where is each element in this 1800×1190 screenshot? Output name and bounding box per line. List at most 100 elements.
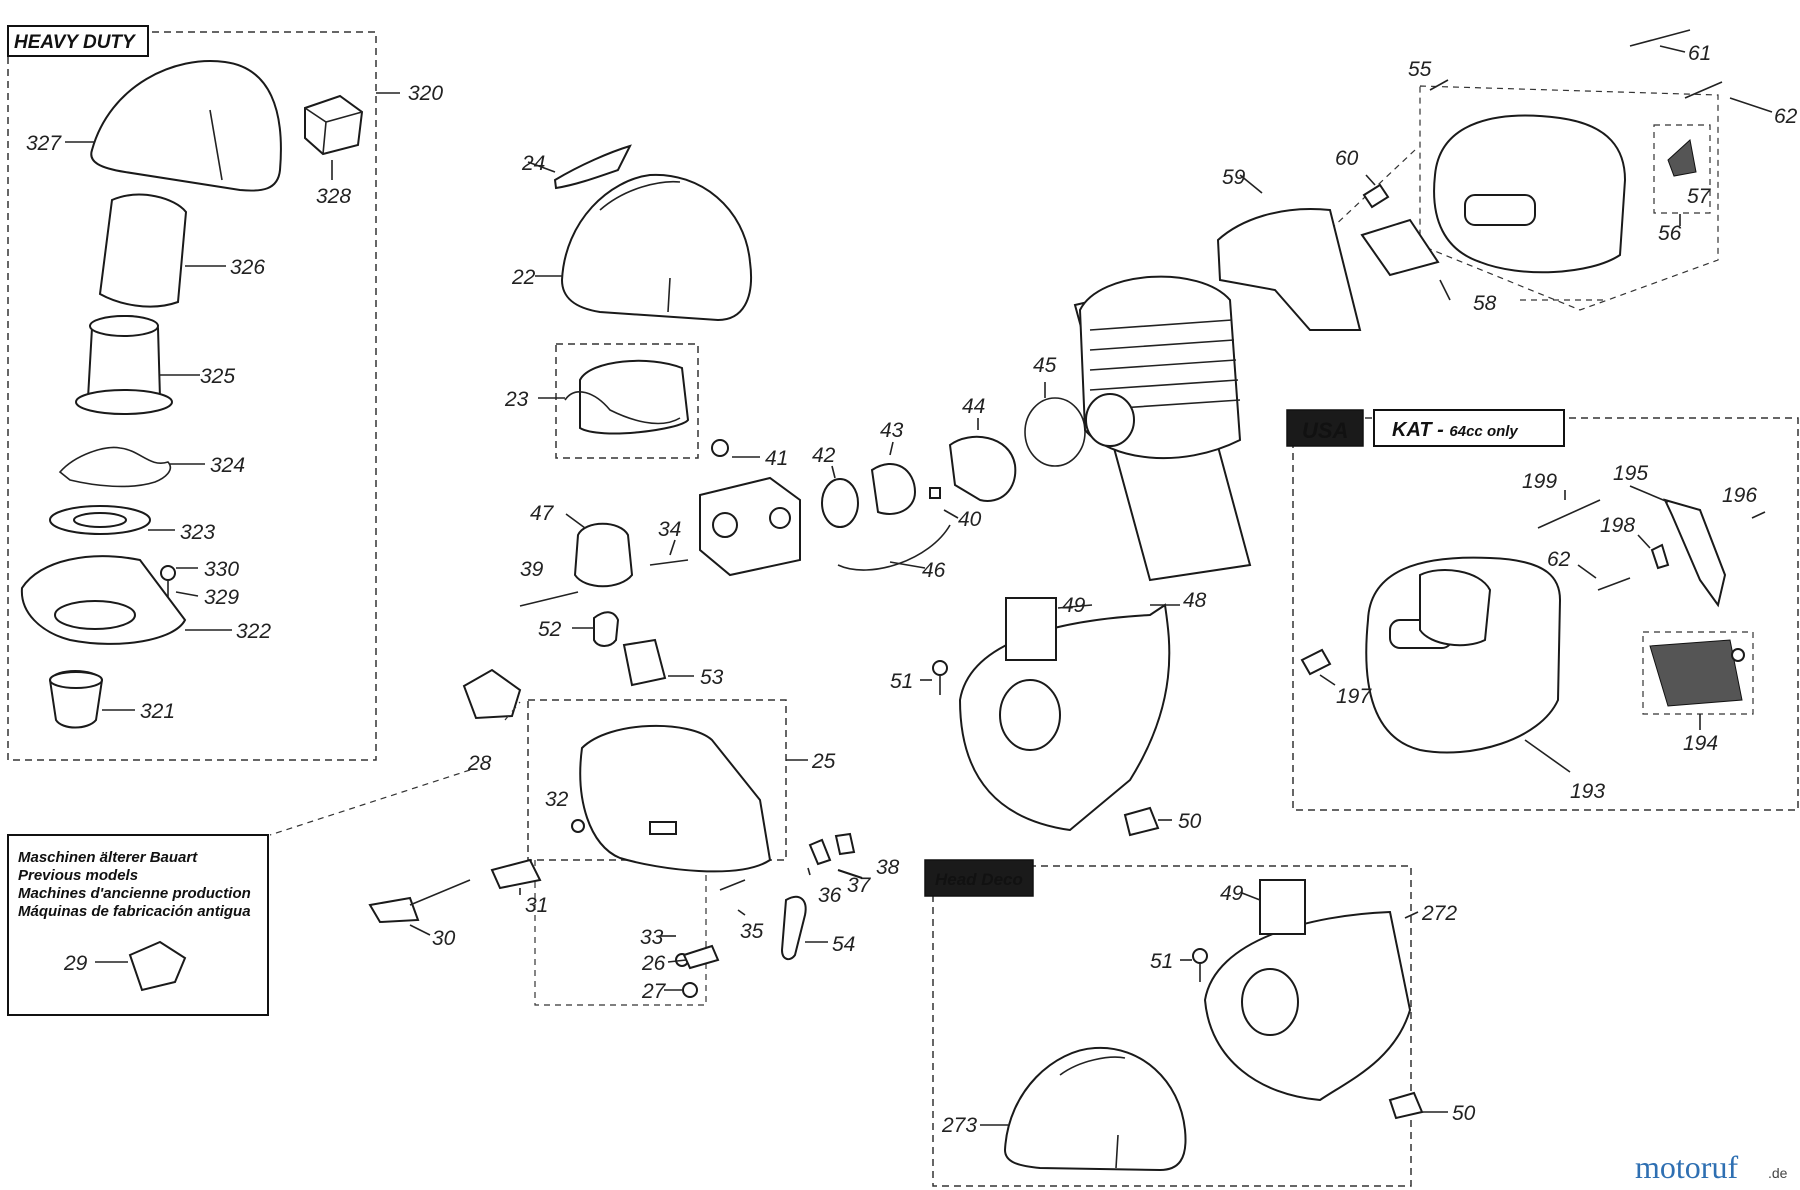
callout-198: 198: [1600, 514, 1635, 537]
callout-47: 47: [530, 502, 555, 525]
callout-39: 39: [520, 558, 544, 581]
sleeve-60: [1362, 183, 1390, 209]
callout-36: 36: [818, 884, 842, 907]
callout-24: 24: [521, 152, 545, 175]
older-models-line2: Previous models: [18, 867, 138, 884]
heat-shield-59: [1216, 208, 1362, 331]
head-deco-label: Head Deco: [935, 870, 1023, 889]
callout-26: 26: [641, 952, 666, 975]
clip-36: [808, 838, 832, 866]
usa-kat-group: USA KAT - 64cc only 193 197 199 195 196 …: [1286, 409, 1799, 811]
screw-51b: [1192, 948, 1208, 964]
callout-57: 57: [1687, 185, 1712, 208]
callout-40: 40: [958, 508, 982, 531]
screw-51: [932, 660, 948, 676]
callout-59: 59: [1222, 166, 1246, 189]
callout-199: 199: [1522, 470, 1557, 493]
screw-35: [719, 879, 746, 891]
part-38: [837, 869, 863, 879]
gasket-58: [1360, 218, 1440, 277]
callout-31: 31: [525, 894, 548, 917]
pin-34: [649, 559, 689, 566]
callout-42: 42: [812, 444, 836, 467]
callout-195: 195: [1613, 462, 1648, 485]
part-30: [368, 896, 420, 924]
top-cover-group: 24 22 23: [504, 144, 752, 459]
callout-326: 326: [230, 256, 265, 279]
gasket-49b: [1259, 879, 1306, 935]
callout-196: 196: [1722, 484, 1757, 507]
screw-62: [1684, 81, 1723, 99]
watermark: motoruf .de: [1635, 1149, 1788, 1185]
shroud-272: [1203, 910, 1412, 1102]
callout-58: 58: [1473, 292, 1497, 315]
callout-56: 56: [1658, 222, 1682, 245]
muffler-55: [1433, 114, 1627, 274]
callout-50b: 50: [1452, 1102, 1476, 1125]
head-deco-label-box: [924, 859, 1034, 897]
callout-50: 50: [1178, 810, 1202, 833]
callout-25: 25: [811, 750, 836, 773]
shroud-48: [958, 603, 1171, 832]
watermark-tld: .de: [1768, 1165, 1788, 1181]
callout-323: 323: [180, 521, 215, 544]
plug-50b: [1388, 1091, 1424, 1120]
flange-43: [870, 463, 917, 515]
screw-41: [711, 439, 729, 457]
callout-41: 41: [765, 447, 788, 470]
callout-324: 324: [210, 454, 245, 477]
usa-label-box: [1286, 409, 1364, 447]
older-models-line1: Maschinen älterer Bauart: [18, 849, 198, 866]
screw-196: [1751, 511, 1766, 519]
screw-head: [160, 565, 176, 581]
heavy-duty-label: HEAVY DUTY: [14, 32, 137, 53]
screen-194: [1649, 639, 1743, 707]
callout-38: 38: [876, 856, 900, 879]
callout-328: 328: [316, 185, 351, 208]
callout-194: 194: [1683, 732, 1718, 755]
airbox: [579, 724, 772, 873]
intake-29: [128, 940, 187, 992]
callout-52: 52: [538, 618, 562, 641]
callout-48: 48: [1183, 589, 1207, 612]
clip-37: [834, 832, 856, 856]
carburetor-group: 41 42 43 44 45 40 46 47 34 39 52 53: [519, 354, 1086, 689]
callout-44: 44: [962, 395, 985, 418]
callout-322: 322: [236, 620, 271, 643]
callout-30: 30: [432, 927, 456, 950]
older-models-line3: Machines d'ancienne production: [18, 885, 251, 902]
intake-manifold-44: [948, 435, 1017, 502]
callout-46: 46: [922, 559, 946, 582]
seal-54: [780, 895, 807, 961]
plug-50: [1123, 806, 1160, 837]
clip-198: [1650, 543, 1670, 570]
callout-22: 22: [511, 266, 536, 289]
o-ring-45: [1024, 397, 1086, 467]
filter-gasket: [58, 446, 172, 488]
callout-23: 23: [504, 388, 529, 411]
older-models-group: Maschinen älterer Bauart Previous models…: [7, 834, 269, 1016]
callout-43: 43: [880, 419, 904, 442]
shroud-group: 49 48 51 50: [890, 275, 1252, 837]
screw-39: [519, 591, 579, 607]
nut-27: [682, 982, 698, 998]
bracket-53: [622, 638, 667, 687]
callout-197: 197: [1336, 685, 1372, 708]
heavy-duty-group: HEAVY DUTY 320 327 328 326 325 324 323: [7, 25, 443, 761]
callout-272: 272: [1421, 902, 1457, 925]
callout-273: 273: [941, 1114, 977, 1137]
callout-55: 55: [1408, 58, 1432, 81]
callout-320: 320: [408, 82, 443, 105]
gasket-49: [1005, 597, 1057, 661]
heavy-duty-cover: [90, 60, 282, 192]
cylinder-port: [1085, 393, 1135, 447]
heavy-duty-label-box: [7, 25, 149, 57]
part-31: [490, 858, 542, 890]
callout-193: 193: [1570, 780, 1605, 803]
heavy-duty-dashed-frame: [7, 31, 377, 761]
top-cover-273: [1003, 1046, 1187, 1172]
intake-ring-42: [821, 478, 859, 528]
airbox-group: 25 28 32 31 30 33 26 27 35 36 37 38: [269, 668, 900, 1006]
callout-34: 34: [658, 518, 681, 541]
air-filter-box: [555, 343, 699, 459]
